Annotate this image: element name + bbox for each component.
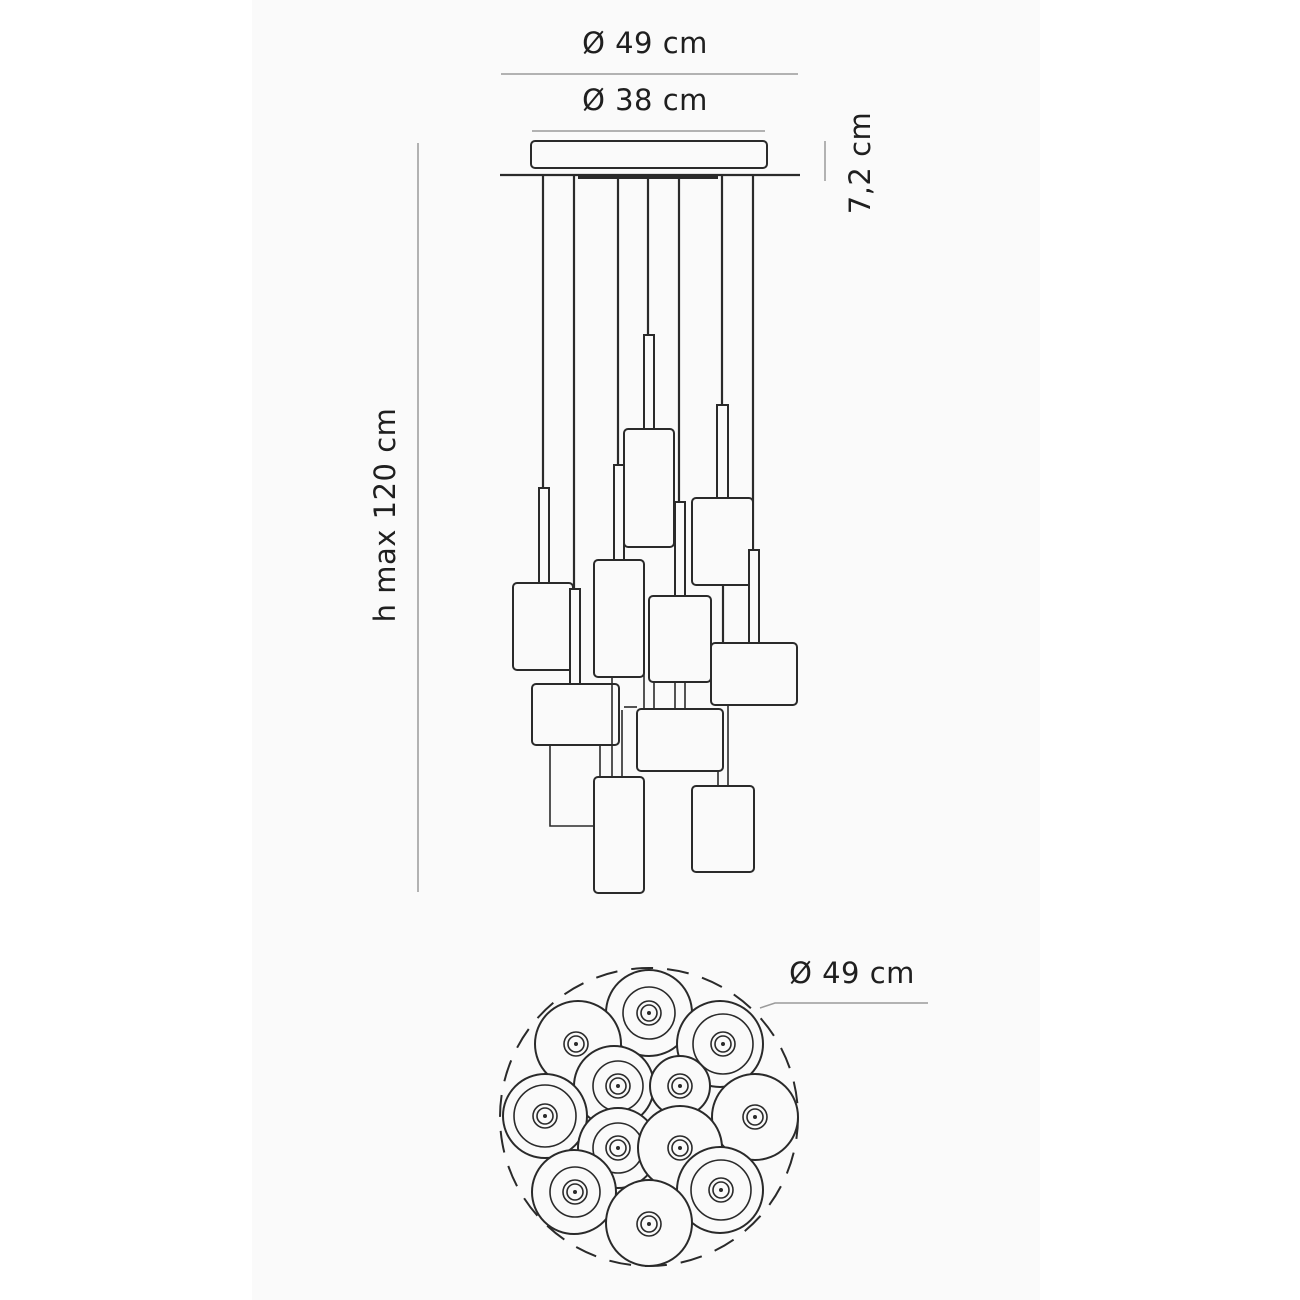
canopy-diameter-label: Ø 38 cm [582,83,708,117]
plan-shade [531,1149,617,1235]
dimension-outer-diameter: Ø 49 cm [501,26,798,75]
pendants [512,334,798,894]
plan-shade [711,1073,799,1161]
pendant-stem [569,588,581,686]
dimension-max-height: h max 120 cm [368,143,419,892]
suspension-wires [541,176,755,588]
pendant-stem [716,404,729,500]
pendant-body [691,497,754,586]
pendant-body [593,776,645,894]
dimension-canopy-height: 7,2 cm [824,112,877,215]
pendant-body [593,559,645,678]
canopy [500,140,800,179]
pendant-stem [613,464,625,562]
canopy-body [530,140,768,169]
outer-diameter-label: Ø 49 cm [582,26,708,60]
plan-diameter-leader [759,1002,928,1009]
pendant-stem [748,549,760,646]
pendant-body [531,683,620,746]
pendant-body [512,582,574,671]
plan-shade [605,1179,693,1267]
pendant-stem [643,334,655,431]
plan-shade [502,1073,588,1159]
pendant-body [636,708,724,772]
plan-shade [676,1146,764,1234]
plan-diameter-label: Ø 49 cm [789,956,915,990]
canopy-height-label: 7,2 cm [843,112,877,215]
pendant-back-edge [549,745,594,827]
pendant-body [691,785,755,873]
pendant-stem [538,487,550,585]
pendant-body [623,428,675,548]
plan-view: Ø 49 cm [499,956,928,1267]
pendant-body [648,595,712,683]
pendant-stem [674,501,686,598]
dimension-canopy-diameter: Ø 38 cm [532,83,765,132]
max-height-label: h max 120 cm [368,408,402,623]
pendant-body [710,642,798,706]
